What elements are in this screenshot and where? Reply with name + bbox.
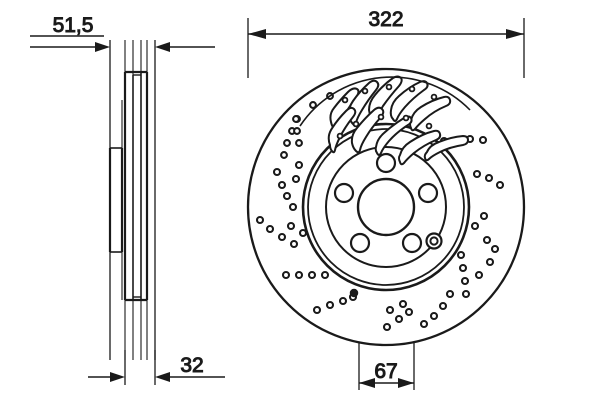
cross-drilled-hole (472, 169, 482, 179)
locating-pin-hole-inner (429, 236, 439, 246)
vent-vane-pin (385, 83, 393, 91)
cross-drilled-hole (419, 319, 429, 329)
cross-drilled-hole (474, 270, 484, 280)
cross-drilled-hole (470, 221, 480, 231)
cross-drilled-hole (429, 311, 439, 321)
vent-vane-pin (408, 85, 416, 93)
arrowhead-515-right (155, 42, 170, 52)
cross-drilled-hole (277, 180, 287, 190)
internal-vent-vane (389, 80, 429, 122)
dimension-label-322: 322 (368, 8, 403, 31)
cross-drilled-hole (460, 276, 470, 286)
cross-drilled-hole (312, 305, 322, 315)
vent-vane-pin-group (336, 83, 438, 140)
cross-drilled-hole (293, 127, 301, 135)
cross-drilled-hole (288, 202, 298, 212)
front-face-view (246, 67, 526, 347)
dimension-label-32: 32 (180, 354, 203, 377)
cross-drilled-hole (478, 135, 488, 145)
cross-drilled-hole (277, 232, 287, 242)
cross-drilled-hole (280, 151, 288, 159)
vent-vane-pin (377, 113, 385, 121)
side-section-view (108, 40, 156, 360)
cross-drilled-hole (291, 174, 301, 184)
cross-drilled-hole (265, 224, 275, 234)
cross-drilled-hole (485, 257, 495, 267)
arrowhead-322-right (506, 29, 524, 39)
cross-drilled-hole (482, 235, 492, 245)
dimension-outer-diameter: 322 (247, 8, 525, 78)
dimension-label-67: 67 (374, 360, 397, 383)
cross-drilled-hole (461, 289, 471, 299)
arrowhead-322-left (248, 29, 266, 39)
internal-vent-vane (398, 129, 442, 166)
dimension-overall-thickness: 51,5 (30, 14, 215, 52)
cross-drilled-hole (445, 289, 455, 299)
cross-drilled-hole (307, 270, 317, 280)
arrowhead-67-left (359, 378, 375, 388)
cross-drilled-hole (294, 160, 304, 170)
vent-vane-pin (352, 120, 360, 128)
cross-drilled-hole (325, 300, 335, 310)
cross-drilled-hole (495, 180, 505, 190)
arrowhead-515-left (95, 42, 110, 52)
center-bore (356, 177, 416, 237)
cross-drilled-hole (294, 270, 304, 280)
vent-vane-pin (341, 96, 349, 104)
internal-vent-vane (409, 95, 452, 132)
vent-vane-pin (336, 132, 344, 140)
cross-drilled-hole (479, 211, 489, 221)
wheel-bolt-hole (417, 182, 439, 204)
cross-drilled-hole (272, 167, 282, 177)
wheel-bolt-hole (333, 182, 355, 204)
cross-drilled-hole (289, 239, 299, 249)
cross-drilled-hole (338, 296, 348, 306)
cross-drilled-hole (281, 270, 291, 280)
arrowhead-32-left (110, 372, 125, 382)
cross-drilled-hole (456, 250, 466, 260)
cross-drilled-hole (382, 322, 392, 332)
internal-vent-vane (327, 106, 357, 154)
wheel-bolt-hole (349, 232, 371, 254)
wheel-bolt-hole (375, 152, 397, 174)
cross-drilled-hole (394, 314, 404, 324)
cross-drilled-hole (490, 244, 500, 254)
cross-drilled-hole (286, 221, 296, 231)
cross-drilled-hole (292, 115, 300, 123)
braking-surface-inner-edge (301, 122, 471, 292)
cross-drilled-hole-group (255, 92, 505, 332)
vent-sector-outer-arc (299, 76, 471, 127)
cross-drilled-hole (283, 139, 291, 147)
cross-drilled-hole (458, 263, 468, 273)
dimension-rotor-thickness: 32 (88, 350, 225, 385)
vent-vane-pin (402, 114, 410, 122)
cross-drilled-hole (438, 301, 448, 311)
hat-transition-ring (307, 128, 465, 286)
vent-vane-pin (425, 122, 433, 130)
cross-drilled-hole (398, 299, 408, 309)
cross-drilled-hole (255, 215, 265, 225)
dimension-label-515: 51,5 (53, 14, 94, 37)
cross-drilled-hole (309, 101, 317, 109)
vent-vane-pin (361, 87, 369, 95)
internal-vent-vane (374, 115, 413, 156)
cross-drilled-hole (385, 305, 395, 315)
wheel-bolt-hole (401, 232, 423, 254)
cross-drilled-hole (298, 228, 308, 238)
cross-drilled-hole (320, 270, 330, 280)
internal-vent-vane (423, 135, 469, 162)
cross-drilled-hole (484, 173, 494, 183)
cross-drilled-hole (404, 307, 414, 317)
vent-vane-pin (430, 93, 438, 101)
cross-drilled-hole (295, 139, 303, 147)
cross-drilled-hole (349, 288, 359, 298)
cross-drilled-hole (282, 191, 292, 201)
arrowhead-67-right (398, 378, 414, 388)
arrowhead-32-right (155, 372, 170, 382)
